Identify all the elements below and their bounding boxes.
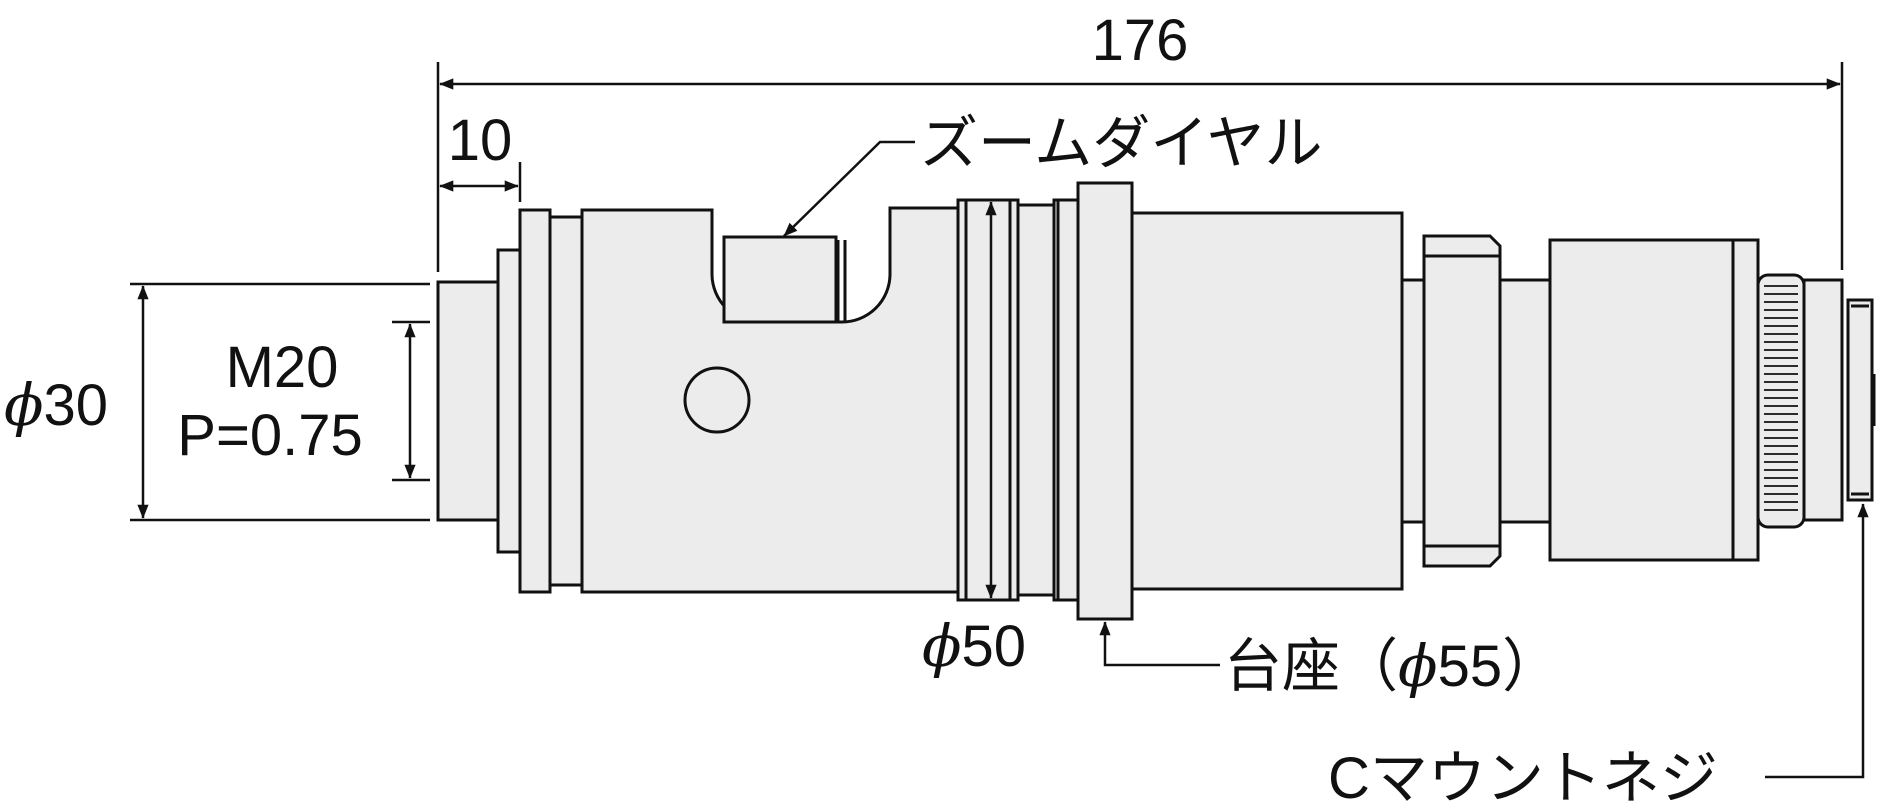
leader-zoom-dial: [783, 140, 915, 237]
thread-label-line1: M20: [226, 335, 339, 400]
c-mount-thread: [1846, 298, 1874, 502]
rear-barrel: [1548, 238, 1760, 562]
front-thread: [436, 280, 500, 522]
mount-seat-label: 台座（ϕ55）: [1224, 632, 1560, 700]
dimensions: [130, 62, 1869, 779]
front-collar: [548, 215, 584, 587]
body-diameter-label: ϕ50: [922, 612, 1026, 680]
zoom-section: [580, 206, 960, 594]
leader-c-mount: [1765, 503, 1869, 779]
rear-ring: [1802, 278, 1844, 522]
mount-seat: [1076, 181, 1134, 621]
overall-length-label: 176: [1092, 8, 1189, 73]
knurl-pattern: [1764, 285, 1798, 511]
zoom-dial: [722, 235, 838, 324]
front-diameter-label: ϕ30: [4, 371, 108, 439]
spacer-ring: [1016, 203, 1056, 597]
front-length-label: 10: [448, 108, 513, 173]
main-barrel: [1130, 211, 1404, 591]
zoom-dial-label: ズームダイヤル: [920, 111, 1323, 176]
rear-neck: [1498, 278, 1552, 524]
lens-body: [436, 181, 1876, 621]
thread-label-line2: P=0.75: [177, 403, 362, 468]
set-screw-hole: [683, 366, 751, 434]
rear-neck: [1400, 278, 1426, 524]
front-flange: [518, 208, 552, 594]
front-step: [496, 248, 522, 554]
knurled-ring: [1756, 273, 1806, 529]
leader-mount-seat: [1099, 621, 1220, 667]
c-mount-label: Cマウントネジ: [1328, 746, 1718, 810]
rear-collar: [1422, 234, 1502, 568]
